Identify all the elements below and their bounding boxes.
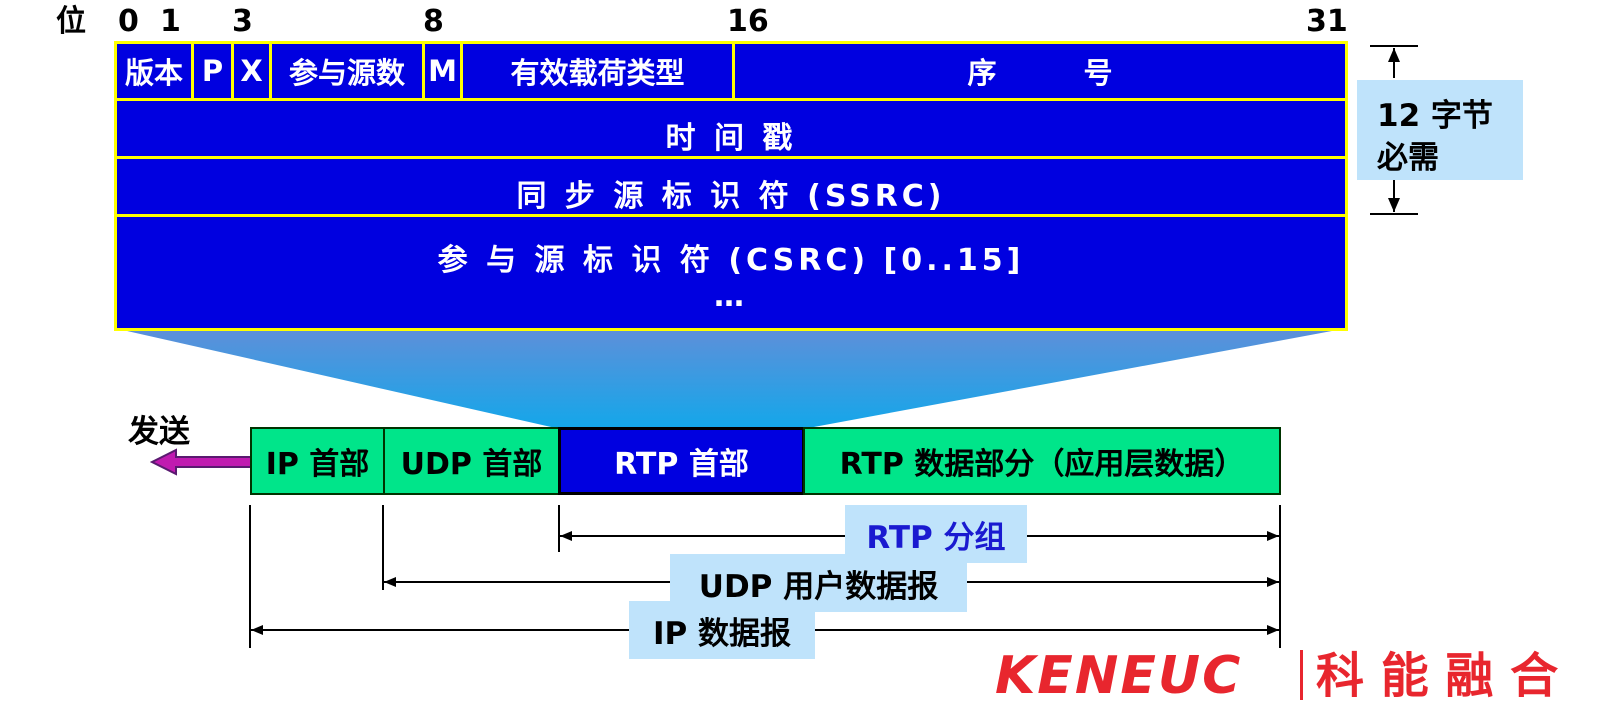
field-padding: P [194,44,234,98]
field-extension: X [234,44,272,98]
field-version: 版本 [117,44,194,98]
rtp-header-row-1: 版本 P X 参与源数 M 有效载荷类型 序 号 [114,41,1348,101]
bit-number-16: 16 [727,4,769,39]
bit-number-3: 3 [232,4,253,39]
span-label-rtp-packet: RTP 分组 [845,505,1027,563]
bit-number-8: 8 [423,4,444,39]
brand-divider [1300,650,1303,700]
rtp-header-row-csrc: 参 与 源 标 识 符 (CSRC) [0..15] … [114,214,1348,331]
segment-udp-header: UDP 首部 [383,427,560,495]
required-bytes-line1: 12 字节 [1377,98,1493,134]
rtp-header-row-ssrc: 同 步 源 标 识 符 (SSRC) [114,156,1348,217]
field-csrc-count: 参与源数 [272,44,425,98]
bit-label: 位 [56,4,86,39]
field-marker: M [425,44,463,98]
brand-logo-latin: KENEUC [995,646,1243,706]
field-sequence-number: 序 号 [967,56,1113,90]
bit-number-31: 31 [1306,4,1348,39]
bit-number-1: 1 [160,4,181,39]
field-csrc-ellipsis: … [714,279,748,314]
field-timestamp: 时 间 戳 [665,121,797,156]
send-label: 发送 [128,414,190,450]
field-ssrc: 同 步 源 标 识 符 (SSRC) [516,179,946,214]
field-csrc: 参 与 源 标 识 符 (CSRC) [0..15] [437,243,1025,278]
required-bytes-label: 12 字节 必需 [1357,80,1523,180]
segment-rtp-data: RTP 数据部分（应用层数据） [803,427,1281,495]
span-label-ip-datagram: IP 数据报 [629,601,815,659]
bit-number-0: 0 [118,4,139,39]
segment-rtp-header: RTP 首部 [558,427,805,495]
field-payload-type: 有效载荷类型 [463,44,735,98]
required-bytes-bracket-icon [1370,45,1418,215]
brand-logo-chinese: 科 能 融 合 [1316,648,1559,704]
required-bytes-line2: 必需 [1377,140,1439,176]
segment-ip-header: IP 首部 [250,427,385,495]
